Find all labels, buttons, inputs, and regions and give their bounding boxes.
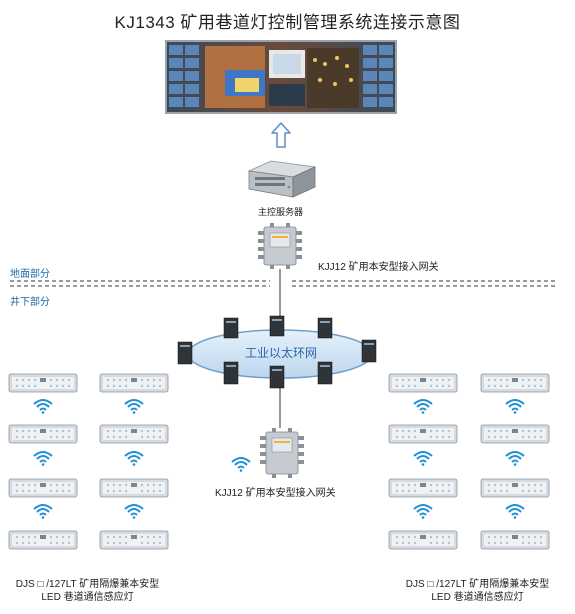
- wifi-icon: [412, 450, 434, 466]
- led-lamp-icon: [480, 529, 550, 551]
- wifi-icon: [412, 398, 434, 414]
- led-lamp-icon: [480, 477, 550, 499]
- led-lamp-icon: [99, 423, 169, 445]
- wifi-icon: [123, 503, 145, 519]
- right-lamp-caption: DJS □ /127LT 矿用隔爆兼本安型 LED 巷道通信感应灯: [390, 578, 565, 604]
- led-lamp-icon: [99, 372, 169, 394]
- wifi-icon: [412, 503, 434, 519]
- led-lamp-icon: [480, 423, 550, 445]
- led-lamp-icon: [8, 423, 78, 445]
- right-caption-line1: DJS □ /127LT 矿用隔爆兼本安型: [405, 579, 550, 590]
- video-wall-display: [165, 40, 397, 114]
- wifi-icon: [32, 503, 54, 519]
- led-lamp-icon: [388, 423, 458, 445]
- wifi-icon: [504, 450, 526, 466]
- server-label: 主控服务器: [258, 207, 304, 217]
- wifi-icon: [504, 503, 526, 519]
- left-lamp-caption: DJS □ /127LT 矿用隔爆兼本安型 LED 巷道通信感应灯: [5, 578, 170, 604]
- wifi-icon: [504, 398, 526, 414]
- led-lamp-icon: [388, 477, 458, 499]
- gateway-bottom-label: KJJ12 矿用本安型接入网关: [215, 488, 336, 499]
- wifi-icon-gateway: [230, 456, 252, 472]
- diagram-title: KJ1343 矿用巷道灯控制管理系统连接示意图: [114, 13, 461, 32]
- underground-section-label: 井下部分: [10, 297, 50, 308]
- gateway-top-label: KJJ12 矿用本安型接入网关: [318, 262, 439, 273]
- wifi-icon: [32, 450, 54, 466]
- up-arrow-icon: [271, 122, 291, 148]
- gateway-device-top: [258, 223, 302, 269]
- wifi-icon: [123, 398, 145, 414]
- section-divider: [0, 279, 575, 289]
- led-lamp-icon: [99, 529, 169, 551]
- led-lamp-icon: [8, 529, 78, 551]
- left-caption-line2: LED 巷道通信感应灯: [41, 592, 134, 603]
- wifi-icon: [32, 398, 54, 414]
- led-lamp-icon: [8, 477, 78, 499]
- left-caption-line1: DJS □ /127LT 矿用隔爆兼本安型: [15, 579, 160, 590]
- gateway-device-bottom: [260, 428, 304, 478]
- right-caption-line2: LED 巷道通信感应灯: [431, 592, 524, 603]
- ethernet-ring: [170, 312, 390, 396]
- led-lamp-icon: [388, 372, 458, 394]
- led-lamp-icon: [99, 477, 169, 499]
- wifi-icon: [123, 450, 145, 466]
- led-lamp-icon: [480, 372, 550, 394]
- led-lamp-icon: [8, 372, 78, 394]
- ring-label: 工业以太环网: [245, 346, 318, 360]
- switch-icons: [177, 315, 377, 389]
- ground-section-label: 地面部分: [10, 269, 50, 280]
- led-lamp-icon: [388, 529, 458, 551]
- server-icon: [245, 157, 317, 201]
